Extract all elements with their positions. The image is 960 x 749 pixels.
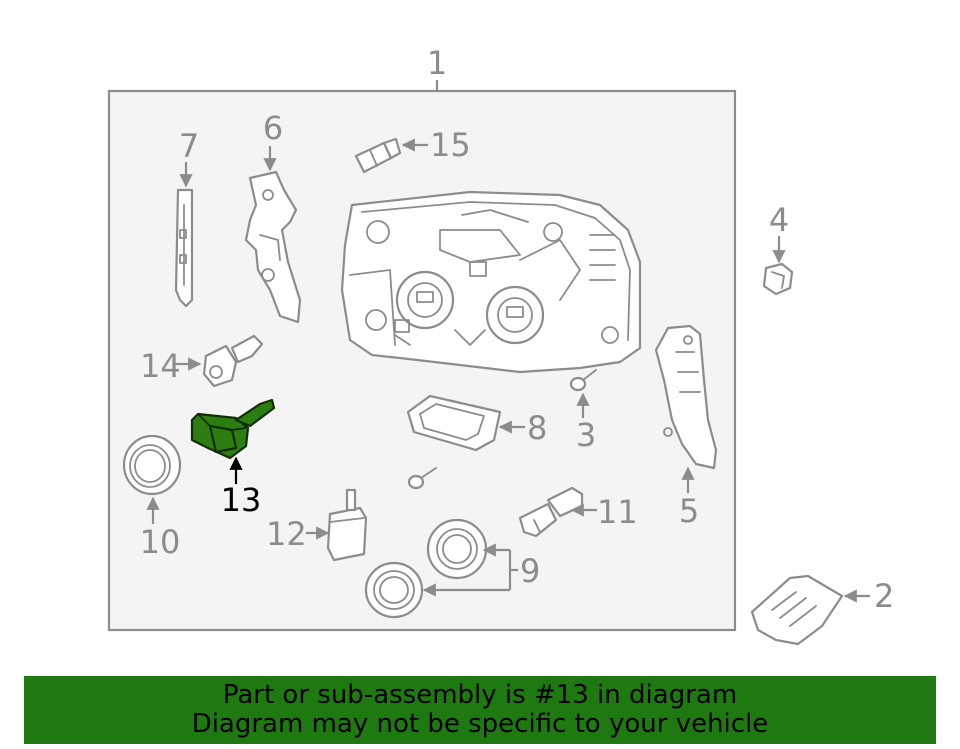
banner-line-1: Part or sub-assembly is #13 in diagram [222, 680, 738, 710]
headlamp-exploded-diagram: 1 [107, 44, 894, 646]
part-13-bulb[interactable] [190, 398, 276, 460]
part-5-bracket[interactable] [654, 324, 718, 470]
callout-6[interactable]: 6 [263, 109, 283, 147]
callout-4[interactable]: 4 [769, 201, 789, 239]
banner-line-2: Diagram may not be specific to your vehi… [191, 709, 769, 739]
part-10-dust-cover[interactable] [122, 434, 182, 496]
part-9-dust-cover-a[interactable] [426, 518, 488, 580]
callout-12[interactable]: 12 [266, 515, 307, 553]
callout-7[interactable]: 7 [179, 127, 199, 165]
part-8-tray[interactable] [406, 394, 502, 452]
part-15-bulb[interactable] [354, 137, 402, 174]
callout-9[interactable]: 9 [520, 552, 540, 590]
callout-15[interactable]: 15 [430, 126, 471, 164]
info-banner: Part or sub-assembly is #13 in diagram D… [24, 676, 936, 744]
callout-3[interactable]: 3 [576, 416, 596, 454]
part-7-bracket[interactable] [174, 188, 194, 308]
callout-14[interactable]: 14 [140, 347, 181, 385]
callout-13[interactable]: 13 [221, 481, 262, 519]
part-14-socket[interactable] [202, 334, 264, 388]
part-6-bracket[interactable] [244, 170, 302, 324]
part-9-dust-cover-b[interactable] [364, 561, 424, 619]
part-4-clip[interactable] [762, 262, 794, 296]
headlamp-housing[interactable] [340, 190, 642, 374]
small-screw[interactable] [407, 467, 437, 490]
callout-10[interactable]: 10 [140, 523, 181, 561]
part-3-screw[interactable] [569, 369, 597, 392]
callout-5[interactable]: 5 [679, 492, 699, 530]
part-12-connector[interactable] [326, 488, 368, 562]
callout-11[interactable]: 11 [597, 493, 638, 531]
callout-8[interactable]: 8 [527, 409, 547, 447]
callout-2[interactable]: 2 [874, 577, 894, 615]
callout-1[interactable]: 1 [427, 44, 447, 82]
part-2-cover[interactable] [750, 574, 844, 646]
